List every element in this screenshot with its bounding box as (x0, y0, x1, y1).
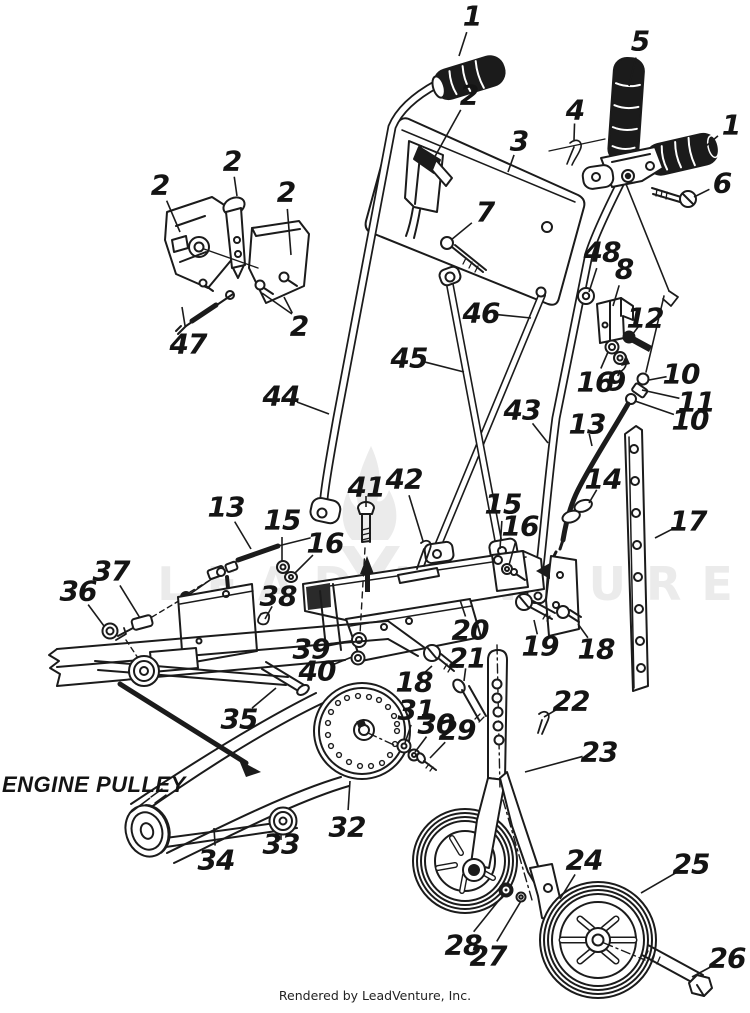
leader-line (588, 267, 598, 293)
leader-line (251, 687, 277, 709)
handle-mount (581, 146, 664, 190)
leader-line (617, 369, 621, 377)
leader-line (524, 755, 583, 773)
belt-drive (124, 682, 437, 864)
leader-line (450, 222, 473, 241)
screw-7 (440, 236, 487, 273)
leader-line (699, 135, 719, 152)
leader-line (332, 656, 353, 666)
leader-line (327, 640, 354, 647)
leader-line (233, 176, 238, 197)
leader-line (612, 285, 620, 307)
leader-line (559, 874, 576, 900)
axle-hardware (498, 882, 527, 903)
leader-line (408, 495, 424, 542)
leader-line (261, 292, 293, 315)
footer-credit: Rendered by LeadVenture, Inc. (278, 988, 472, 1003)
leader-line (691, 965, 713, 978)
leader-line (600, 351, 609, 369)
leader-line (425, 361, 465, 373)
leader-line (496, 900, 522, 942)
leader-line (119, 585, 141, 619)
leader-line (286, 208, 292, 256)
leader-line (213, 827, 216, 846)
frame-rail (48, 620, 426, 777)
leader-line (165, 200, 181, 233)
leader-line (294, 554, 314, 574)
leader-line (429, 741, 446, 759)
leader-line (129, 797, 151, 814)
leader-line (648, 375, 667, 381)
engine-pulley-annotation: ENGINE PULLEY (2, 772, 186, 797)
leader-line (499, 520, 503, 550)
leader-line (693, 188, 710, 198)
leader-line (577, 623, 589, 639)
leader-line (404, 724, 412, 744)
leader-line (631, 325, 640, 336)
leader-line (654, 527, 674, 539)
cotter-pin-4 (548, 138, 606, 166)
leader-line (234, 521, 252, 550)
leader-line (463, 668, 467, 682)
leader-line (347, 780, 351, 811)
leader-line (531, 422, 549, 444)
leader-line (497, 313, 532, 319)
leader-line (628, 57, 637, 87)
leader-line (296, 401, 330, 415)
leader-line (421, 665, 433, 676)
bolt-6 (651, 187, 697, 208)
logo-mark (340, 546, 400, 584)
leader-line (507, 154, 515, 173)
engine-pulley (124, 804, 171, 858)
leader-line (533, 619, 539, 635)
leader-line (414, 736, 428, 753)
depth-bar (624, 425, 649, 692)
leader-line (573, 123, 576, 141)
leader-line (473, 893, 505, 933)
leader-line (432, 109, 462, 161)
cable-clip-14 (561, 498, 593, 524)
axle-bolt (603, 942, 713, 997)
leader-line (588, 489, 598, 504)
right-wheel (539, 881, 657, 999)
left-grip (431, 55, 506, 101)
leader-line (459, 599, 467, 617)
flame-icon (342, 446, 397, 540)
leader-line (181, 306, 187, 328)
leader-line (458, 31, 468, 57)
lower-handle-braces (423, 265, 547, 565)
channel-hardware (350, 501, 582, 735)
throttle-control-parts (164, 196, 310, 335)
leader-line (588, 433, 593, 447)
idler-control-linkage (101, 537, 311, 665)
leader-line (264, 605, 273, 620)
leader-line (634, 400, 675, 416)
leader-line (283, 296, 293, 314)
leader-line (640, 871, 677, 894)
leader-line (543, 707, 560, 718)
leader-line (87, 604, 105, 627)
clutch-cable-assembly (550, 183, 679, 562)
leader-line (508, 542, 517, 566)
leader-line (641, 389, 680, 400)
